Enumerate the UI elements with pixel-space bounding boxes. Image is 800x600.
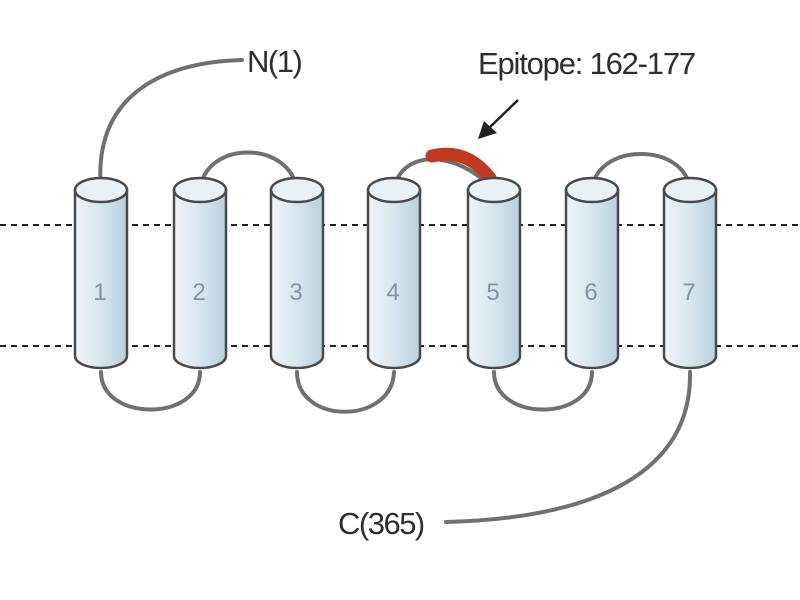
helix-1: 1 bbox=[73, 176, 129, 370]
loop-6-7-extracellular bbox=[590, 152, 692, 192]
epitope-label: Epitope: 162-177 bbox=[478, 46, 695, 81]
epitope-arrow bbox=[478, 99, 519, 139]
helix-number-4: 4 bbox=[386, 279, 399, 306]
n-terminal-tail bbox=[98, 58, 244, 192]
helix-number-7: 7 bbox=[682, 279, 695, 306]
c-terminus-label: C(365) bbox=[338, 506, 424, 541]
c-terminal-tail bbox=[444, 370, 693, 524]
helix-number-6: 6 bbox=[584, 279, 597, 306]
helix-number-2: 2 bbox=[192, 279, 205, 306]
helix-2: 2 bbox=[172, 176, 228, 370]
helix-number-5: 5 bbox=[486, 279, 499, 306]
epitope-highlight bbox=[425, 147, 497, 185]
helix-number-1: 1 bbox=[93, 279, 106, 306]
loop-2-3-extracellular bbox=[198, 150, 299, 192]
loop-3-4-intracellular bbox=[295, 370, 396, 414]
helix-5: 5 bbox=[466, 176, 522, 370]
helix-6: 6 bbox=[564, 176, 620, 370]
helix-4: 4 bbox=[366, 176, 422, 370]
n-terminus-label: N(1) bbox=[247, 44, 301, 79]
helix-7: 7 bbox=[662, 176, 718, 370]
loop-5-6-intracellular bbox=[492, 370, 594, 412]
helix-3: 3 bbox=[269, 176, 325, 370]
loop-1-2-intracellular bbox=[99, 370, 202, 412]
helix-number-3: 3 bbox=[289, 279, 302, 306]
